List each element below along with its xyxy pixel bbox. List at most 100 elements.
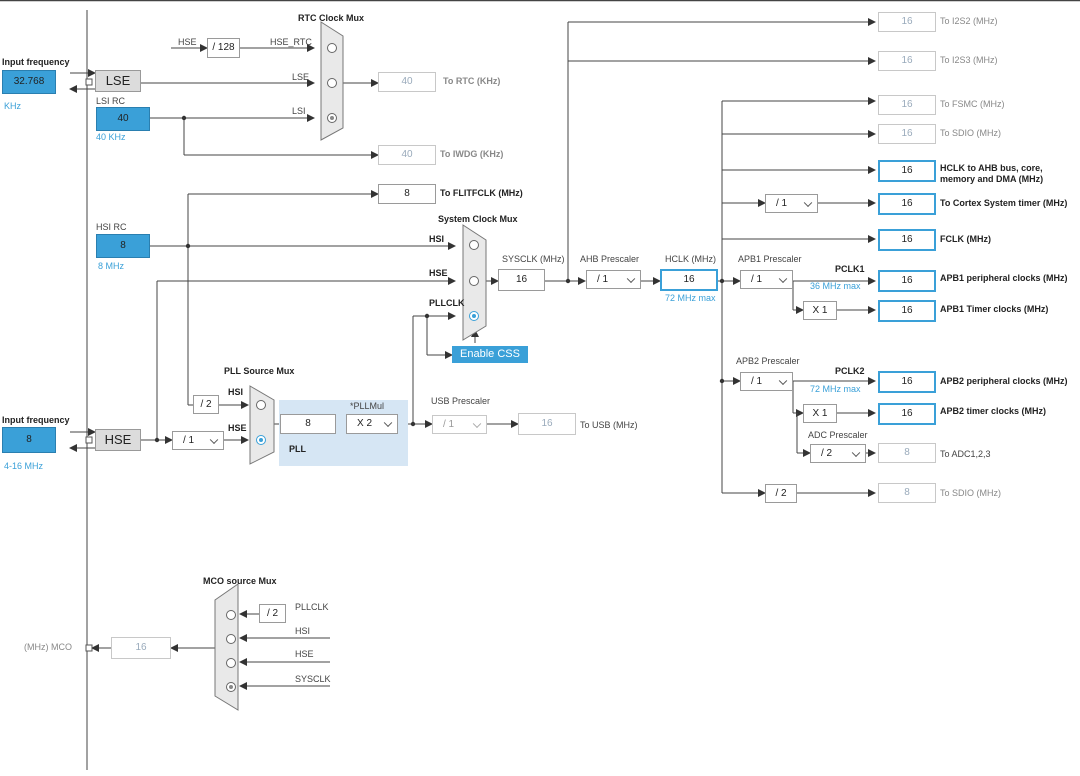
pll-value: 8 bbox=[280, 414, 336, 434]
mco-hse-label: HSE bbox=[295, 649, 314, 659]
lse-input-label: Input frequency bbox=[2, 57, 70, 67]
rtc-lse-label: LSE bbox=[292, 72, 310, 82]
apb1-max: 36 MHz max bbox=[810, 281, 861, 291]
rtc-radio-hse[interactable] bbox=[327, 43, 337, 53]
sysmux-pllclk-label: PLLCLK bbox=[429, 298, 465, 308]
mco-radio-hsi[interactable] bbox=[226, 634, 236, 644]
ahb-prescaler-select[interactable]: / 1 bbox=[586, 270, 641, 289]
out-sdio2-label: To SDIO (MHz) bbox=[940, 488, 1002, 498]
out-cortex-value[interactable]: 16 bbox=[878, 193, 936, 215]
pclk2-label: PCLK2 bbox=[835, 366, 865, 376]
rtc-out-value: 40 bbox=[378, 72, 436, 92]
pllsrc-radio-hse[interactable] bbox=[256, 435, 266, 445]
out-sdio-value: 16 bbox=[878, 124, 936, 144]
hsi-value: 8 bbox=[96, 234, 150, 258]
sysmux-radio-pllclk[interactable] bbox=[469, 311, 479, 321]
cortex-prescaler-select[interactable]: / 1 bbox=[765, 194, 818, 213]
iwdg-value: 40 bbox=[378, 145, 436, 165]
mco-radio-sysclk[interactable] bbox=[226, 682, 236, 692]
rtc-radio-lse[interactable] bbox=[327, 78, 337, 88]
rtc-hse-label: HSE bbox=[178, 37, 197, 47]
apb1-value: / 1 bbox=[751, 274, 763, 285]
apb2-max: 72 MHz max bbox=[810, 384, 861, 394]
flitf-value: 8 bbox=[378, 184, 436, 204]
chevron-down-icon bbox=[209, 435, 219, 444]
sysmux-hsi-label: HSI bbox=[429, 234, 445, 244]
apb2-value: / 1 bbox=[751, 376, 763, 387]
out-apb2-timer-value[interactable]: 16 bbox=[878, 403, 936, 425]
mco-div2: / 2 bbox=[259, 604, 286, 623]
usb-out-label: To USB (MHz) bbox=[580, 420, 638, 430]
hsi-freq: 8 MHz bbox=[98, 261, 125, 271]
out-apb2-timer-label: APB2 timer clocks (MHz) bbox=[940, 406, 1047, 416]
iwdg-label: To IWDG (KHz) bbox=[440, 149, 504, 159]
apb1-timer-mult: X 1 bbox=[803, 301, 837, 320]
hse-prediv-select[interactable]: / 1 bbox=[172, 431, 224, 450]
apb2-timer-mult: X 1 bbox=[803, 404, 837, 423]
mco-label: (MHz) MCO bbox=[24, 642, 72, 652]
flitf-label: To FLITFCLK (MHz) bbox=[440, 188, 523, 198]
adc-title: ADC Prescaler bbox=[808, 430, 868, 440]
lse-block: LSE bbox=[95, 70, 141, 92]
out-fclk-value[interactable]: 16 bbox=[878, 229, 936, 251]
chevron-down-icon bbox=[472, 419, 482, 428]
out-i2s2-label: To I2S2 (MHz) bbox=[940, 16, 998, 26]
pll-mul-title: *PLLMul bbox=[350, 401, 385, 411]
out-hclk-ahb-value[interactable]: 16 bbox=[878, 160, 936, 182]
pllsrc-hsi-label: HSI bbox=[228, 387, 244, 397]
pll-mul-value: X 2 bbox=[357, 418, 373, 429]
hsi-title: HSI RC bbox=[96, 222, 127, 232]
usb-title: USB Prescaler bbox=[431, 396, 491, 406]
hclk-input[interactable]: 16 bbox=[660, 269, 718, 291]
sysmux-radio-hsi[interactable] bbox=[469, 240, 479, 250]
ahb-value: / 1 bbox=[597, 274, 609, 285]
pll-mul-select[interactable]: X 2 bbox=[346, 414, 398, 434]
pllsrc-hse-label: HSE bbox=[228, 423, 247, 433]
sysclk-value: 16 bbox=[498, 269, 545, 291]
out-apb2-periph-label: APB2 peripheral clocks (MHz) bbox=[940, 376, 1068, 386]
lse-input-frequency[interactable]: 32.768 bbox=[2, 70, 56, 94]
lsi-value: 40 bbox=[96, 107, 150, 131]
mco-value: 16 bbox=[111, 637, 171, 659]
out-apb1-timer-value[interactable]: 16 bbox=[878, 300, 936, 322]
out-apb1-periph-value[interactable]: 16 bbox=[878, 270, 936, 292]
apb2-prescaler-select[interactable]: / 1 bbox=[740, 372, 793, 391]
cortex-value: / 1 bbox=[776, 198, 788, 209]
out-i2s3-value: 16 bbox=[878, 51, 936, 71]
rtc-div128: / 128 bbox=[207, 38, 240, 58]
enable-css-button[interactable]: Enable CSS bbox=[452, 346, 528, 363]
out-i2s2-value: 16 bbox=[878, 12, 936, 32]
usb-prescaler-select[interactable]: / 1 bbox=[432, 415, 487, 434]
out-apb2-periph-value[interactable]: 16 bbox=[878, 371, 936, 393]
adc-prescaler-select[interactable]: / 2 bbox=[810, 444, 866, 463]
chevron-down-icon bbox=[626, 274, 636, 283]
pllsrc-title: PLL Source Mux bbox=[224, 366, 295, 376]
hse-prediv-value: / 1 bbox=[183, 435, 195, 446]
mco-radio-pllclk[interactable] bbox=[226, 610, 236, 620]
rtc-lsi-label: LSI bbox=[292, 106, 306, 116]
mco-radio-hse[interactable] bbox=[226, 658, 236, 668]
pllsrc-radio-hsi[interactable] bbox=[256, 400, 266, 410]
sysmux-title: System Clock Mux bbox=[438, 214, 518, 224]
apb1-prescaler-select[interactable]: / 1 bbox=[740, 270, 793, 289]
hse-range: 4-16 MHz bbox=[4, 461, 44, 471]
pllsrc-div2: / 2 bbox=[193, 395, 219, 414]
lsi-title: LSI RC bbox=[96, 96, 126, 106]
hclk-title: HCLK (MHz) bbox=[665, 254, 716, 264]
pll-label: PLL bbox=[289, 444, 306, 454]
sysmux-radio-hse[interactable] bbox=[469, 276, 479, 286]
out-adc-value: 8 bbox=[878, 443, 936, 463]
hse-block: HSE bbox=[95, 429, 141, 451]
rtc-radio-lsi[interactable] bbox=[327, 113, 337, 123]
out-i2s3-label: To I2S3 (MHz) bbox=[940, 55, 998, 65]
out-hclk-ahb-label: HCLK to AHB bus, core, memory and DMA (M… bbox=[940, 163, 1044, 184]
hse-input-frequency[interactable]: 8 bbox=[2, 427, 56, 453]
mco-sysclk-label: SYSCLK bbox=[295, 674, 331, 684]
mco-pllclk-label: PLLCLK bbox=[295, 602, 329, 612]
sysmux-hse-label: HSE bbox=[429, 268, 448, 278]
chevron-down-icon bbox=[383, 418, 393, 428]
hclk-max: 72 MHz max bbox=[665, 293, 716, 303]
mco-hsi-label: HSI bbox=[295, 626, 311, 636]
apb1-title: APB1 Prescaler bbox=[738, 254, 802, 264]
apb2-title: APB2 Prescaler bbox=[736, 356, 800, 366]
